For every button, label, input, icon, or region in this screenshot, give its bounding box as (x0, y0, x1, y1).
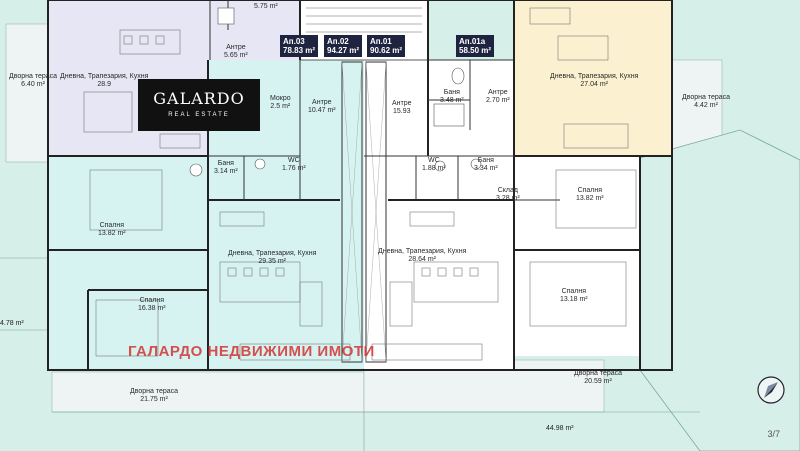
apartment-tag-01: Ап.01 90.62 m² (367, 35, 406, 57)
watermark-text: ГАЛАРДО НЕДВИЖИМИ ИМОТИ (128, 343, 375, 360)
dimension-bottom: 44.98 m² (546, 425, 574, 432)
dimension-left: 4.78 m² (0, 320, 24, 327)
apartment-area: 94.27 m² (327, 46, 360, 55)
apartment-label: Ап.03 (283, 37, 305, 46)
logo-tagline: REAL ESTATE (168, 112, 230, 118)
compass-icon (757, 376, 785, 404)
apartment-area: 58.50 m² (459, 46, 492, 55)
room-label-top-left: 5.75 m² (254, 3, 278, 10)
logo-name: GALARDO (153, 89, 245, 108)
apartment-label: Ап.01а (459, 37, 486, 46)
galardo-logo: GALARDO REAL ESTATE (138, 79, 260, 131)
apartment-area: 78.83 m² (283, 46, 316, 55)
apartment-label: Ап.02 (327, 37, 349, 46)
apartment-area: 90.62 m² (370, 46, 403, 55)
apartment-tag-03: Ап.03 78.83 m² (280, 35, 319, 57)
apartment-tag-01a: Ап.01а 58.50 m² (456, 35, 495, 57)
apartment-tag-02: Ап.02 94.27 m² (324, 35, 363, 57)
apartment-label: Ап.01 (370, 37, 392, 46)
page-number: 3/7 (767, 429, 780, 439)
